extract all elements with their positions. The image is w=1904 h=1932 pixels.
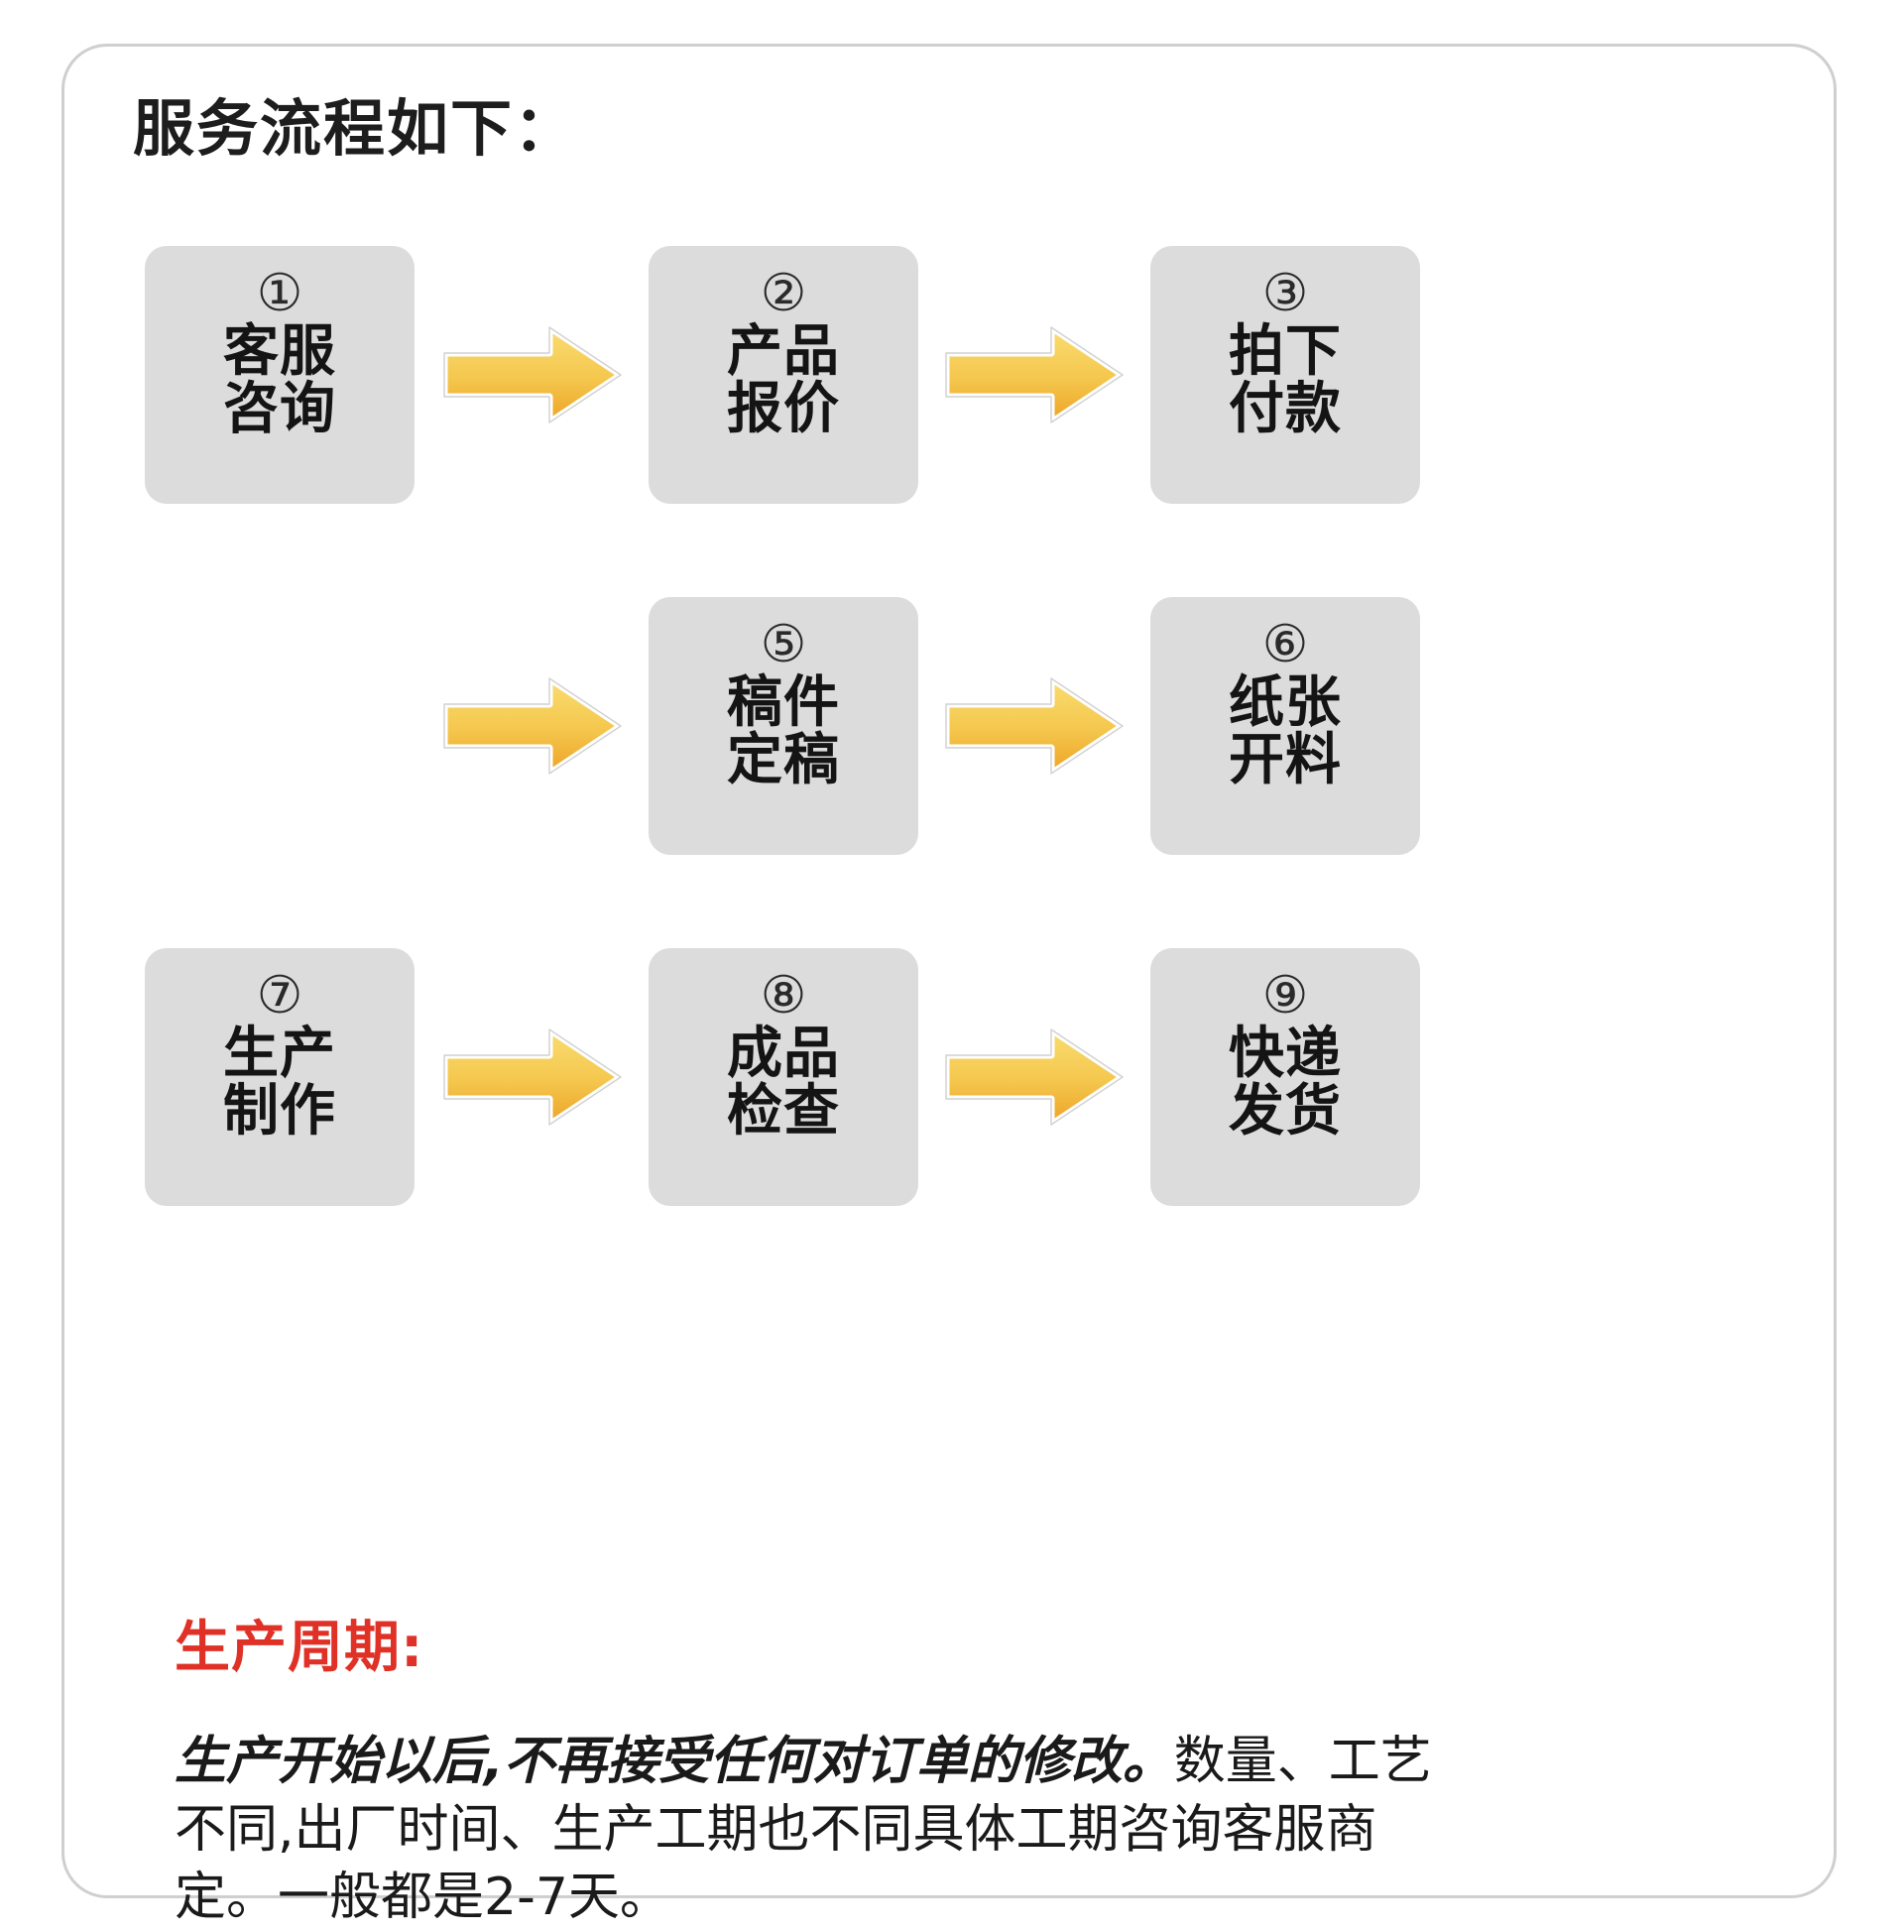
service-flow-grid: ① 客服 咨询 (145, 246, 1420, 1299)
flow-row-2: ⑤ 稿件 定稿 (145, 597, 1420, 855)
step-label-line1: 纸张 (1229, 670, 1342, 735)
step-label: 拍下 付款 (1229, 319, 1342, 442)
step-box-2[interactable]: ② 产品 报价 (649, 246, 918, 504)
step-box-9[interactable]: ⑨ 快递 发货 (1150, 948, 1420, 1206)
step-number: ⑥ (1261, 615, 1309, 674)
step-label-line2: 定稿 (727, 728, 840, 793)
arrow-right-icon (940, 670, 1129, 782)
flow-cell-8[interactable]: ⑧ 成品 检查 (649, 948, 918, 1206)
step-label-line1: 快递 (1229, 1022, 1342, 1086)
flow-cell-2[interactable]: ② 产品 报价 (649, 246, 918, 504)
arrow-right-icon (438, 670, 627, 782)
flow-row-3: ⑦ 生产 制作 (145, 948, 1420, 1206)
step-number: ⑤ (760, 615, 807, 674)
step-label-line1: 生产 (223, 1022, 336, 1086)
step-box-8[interactable]: ⑧ 成品 检查 (649, 948, 918, 1206)
step-number: ⑧ (760, 966, 807, 1026)
step-number: ③ (1261, 264, 1309, 323)
step-label: 稿件 定稿 (727, 670, 840, 793)
arrow-right-icon (438, 319, 627, 430)
flow-cell-9[interactable]: ⑨ 快递 发货 (1150, 948, 1420, 1206)
production-cycle-body: 生产开始以后,不再接受任何对订单的修改。数量、工艺不同,出厂时间、生产工期也不同… (175, 1728, 1460, 1932)
step-label-line2: 咨询 (223, 377, 336, 442)
flow-cell-6[interactable]: ⑥ 纸张 开料 (1150, 597, 1420, 855)
step-number: ⑨ (1261, 966, 1309, 1026)
step-label-line2: 开料 (1229, 728, 1342, 793)
page-title: 服务流程如下： (133, 92, 578, 165)
step-number: ② (760, 264, 807, 323)
step-label-line1: 成品 (727, 1022, 840, 1086)
step-label: 纸张 开料 (1229, 670, 1342, 793)
step-label-line2: 付款 (1229, 377, 1342, 442)
step-label: 生产 制作 (223, 1022, 336, 1145)
page-root: 服务流程如下： ① 客服 咨询 (61, 44, 1837, 1928)
step-label: 客服 咨询 (223, 319, 336, 442)
arrow-right-icon (438, 1022, 627, 1133)
step-label: 产品 报价 (727, 319, 840, 442)
production-cycle-heading: 生产周期: (175, 1616, 424, 1680)
step-label-line2: 报价 (727, 377, 840, 442)
step-label-line2: 制作 (223, 1079, 336, 1145)
step-box-7[interactable]: ⑦ 生产 制作 (145, 948, 415, 1206)
step-box-6[interactable]: ⑥ 纸张 开料 (1150, 597, 1420, 855)
flow-cell-1[interactable]: ① 客服 咨询 (145, 246, 415, 504)
step-label: 快递 发货 (1229, 1022, 1342, 1145)
arrow-right-icon (940, 1022, 1129, 1133)
step-label: 成品 检查 (727, 1022, 840, 1145)
step-label-line2: 发货 (1229, 1079, 1342, 1145)
step-box-1[interactable]: ① 客服 咨询 (145, 246, 415, 504)
step-label-line1: 产品 (727, 319, 840, 384)
flow-cell-7[interactable]: ⑦ 生产 制作 (145, 948, 415, 1206)
step-label-line1: 客服 (223, 319, 336, 384)
step-label-line2: 检查 (727, 1079, 840, 1145)
flow-cell-5[interactable]: ⑤ 稿件 定稿 (649, 597, 918, 855)
step-number: ① (256, 264, 303, 323)
step-label-line1: 拍下 (1229, 319, 1342, 384)
step-box-3[interactable]: ③ 拍下 付款 (1150, 246, 1420, 504)
flow-row-1: ① 客服 咨询 (145, 246, 1420, 504)
arrow-right-icon (940, 319, 1129, 430)
step-box-5[interactable]: ⑤ 稿件 定稿 (649, 597, 918, 855)
step-number: ⑦ (256, 966, 303, 1026)
flow-cell-3[interactable]: ③ 拍下 付款 (1150, 246, 1420, 504)
step-label-line1: 稿件 (727, 670, 840, 735)
production-cycle-body-emphasis: 生产开始以后,不再接受任何对订单的修改。 (175, 1732, 1174, 1791)
